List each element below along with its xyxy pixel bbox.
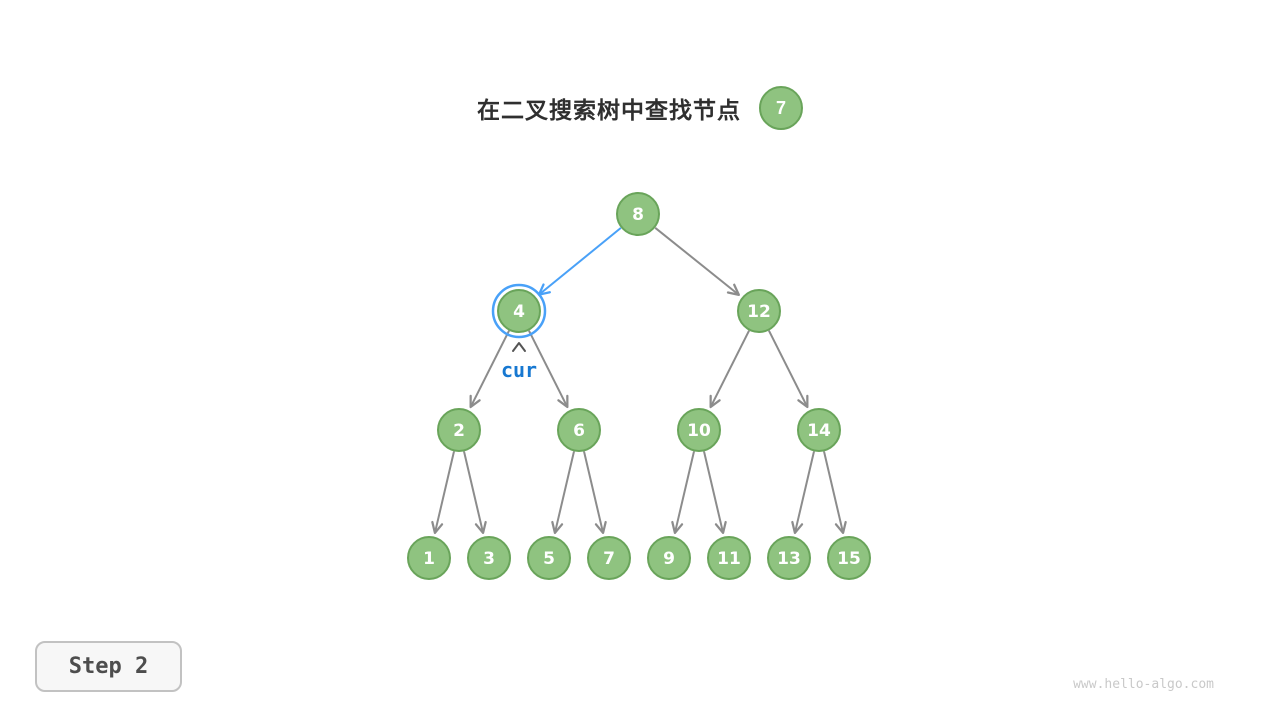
edge-10-9 [671,451,695,535]
node-value: 14 [807,421,831,441]
node-value: 3 [483,549,495,569]
edge-14-13 [791,451,815,535]
cur-caret-icon [512,342,526,352]
node-value: 5 [543,549,555,569]
cur-pointer: cur [501,342,537,382]
node-value: 4 [513,302,525,322]
edge-6-5 [551,451,575,535]
node-circle [497,289,541,333]
node-value: 10 [687,421,711,441]
edge-12-14 [768,330,809,409]
node-value: 11 [717,549,741,569]
node-circle [616,192,660,236]
tree-node-2: 2 [437,408,481,452]
node-circle [707,536,751,580]
edge-4-6 [528,330,569,409]
edge-10-11 [703,451,727,535]
node-circle [737,289,781,333]
step-label: Step 2 [68,654,149,679]
edge-6-7 [583,451,607,535]
tree-node-12: 12 [737,289,781,333]
tree-node-14: 14 [797,408,841,452]
edge-2-3 [463,451,487,535]
node-circle [827,536,871,580]
node-circle [587,536,631,580]
tree-node-8: 8 [616,192,660,236]
node-circle [767,536,811,580]
node-circle [437,408,481,452]
node-value: 1 [423,549,435,569]
node-value: 6 [573,421,585,441]
node-circle [677,408,721,452]
tree-node-5: 5 [527,536,571,580]
node-value: 12 [747,302,771,322]
node-value: 8 [632,205,644,225]
highlight-ring [491,283,547,339]
node-circle [467,536,511,580]
title-row: 在二叉搜索树中查找节点 7 [0,86,1280,130]
cur-label: cur [501,358,537,382]
tree-node-10: 10 [677,408,721,452]
node-value: 15 [837,549,861,569]
tree-node-11: 11 [707,536,751,580]
node-value: 2 [453,421,465,441]
tree-node-15: 15 [827,536,871,580]
tree-node-3: 3 [467,536,511,580]
edge-8-12 [654,227,741,297]
tree-node-7: 7 [587,536,631,580]
node-circle [407,536,451,580]
watermark: www.hello-algo.com [1073,677,1214,692]
tree-node-1: 1 [407,536,451,580]
tree-node-4: 4 [491,283,547,339]
node-value: 13 [777,549,801,569]
edges-layer [431,227,847,535]
target-node-badge: 7 [759,86,803,130]
node-value: 7 [603,549,615,569]
edge-2-1 [431,451,455,535]
edge-14-15 [823,451,847,535]
tree-node-6: 6 [557,408,601,452]
node-value: 9 [663,549,675,569]
edge-8-4 [537,227,622,296]
edge-12-10 [709,330,750,409]
tree-node-13: 13 [767,536,811,580]
node-circle [797,408,841,452]
node-circle [647,536,691,580]
node-circle [527,536,571,580]
tree-node-9: 9 [647,536,691,580]
edge-4-2 [469,330,510,409]
page-title: 在二叉搜索树中查找节点 [477,97,741,123]
step-indicator: Step 2 [35,641,182,692]
node-circle [557,408,601,452]
